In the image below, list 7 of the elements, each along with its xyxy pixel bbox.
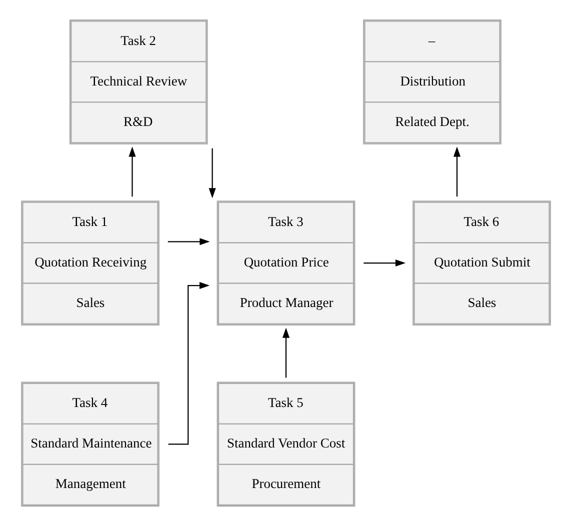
arrow	[168, 238, 210, 245]
arrow	[453, 146, 461, 196]
arrow	[364, 258, 406, 266]
arrow	[208, 148, 216, 198]
arrow	[282, 327, 290, 378]
arrow	[128, 146, 136, 196]
arrow	[168, 281, 210, 444]
